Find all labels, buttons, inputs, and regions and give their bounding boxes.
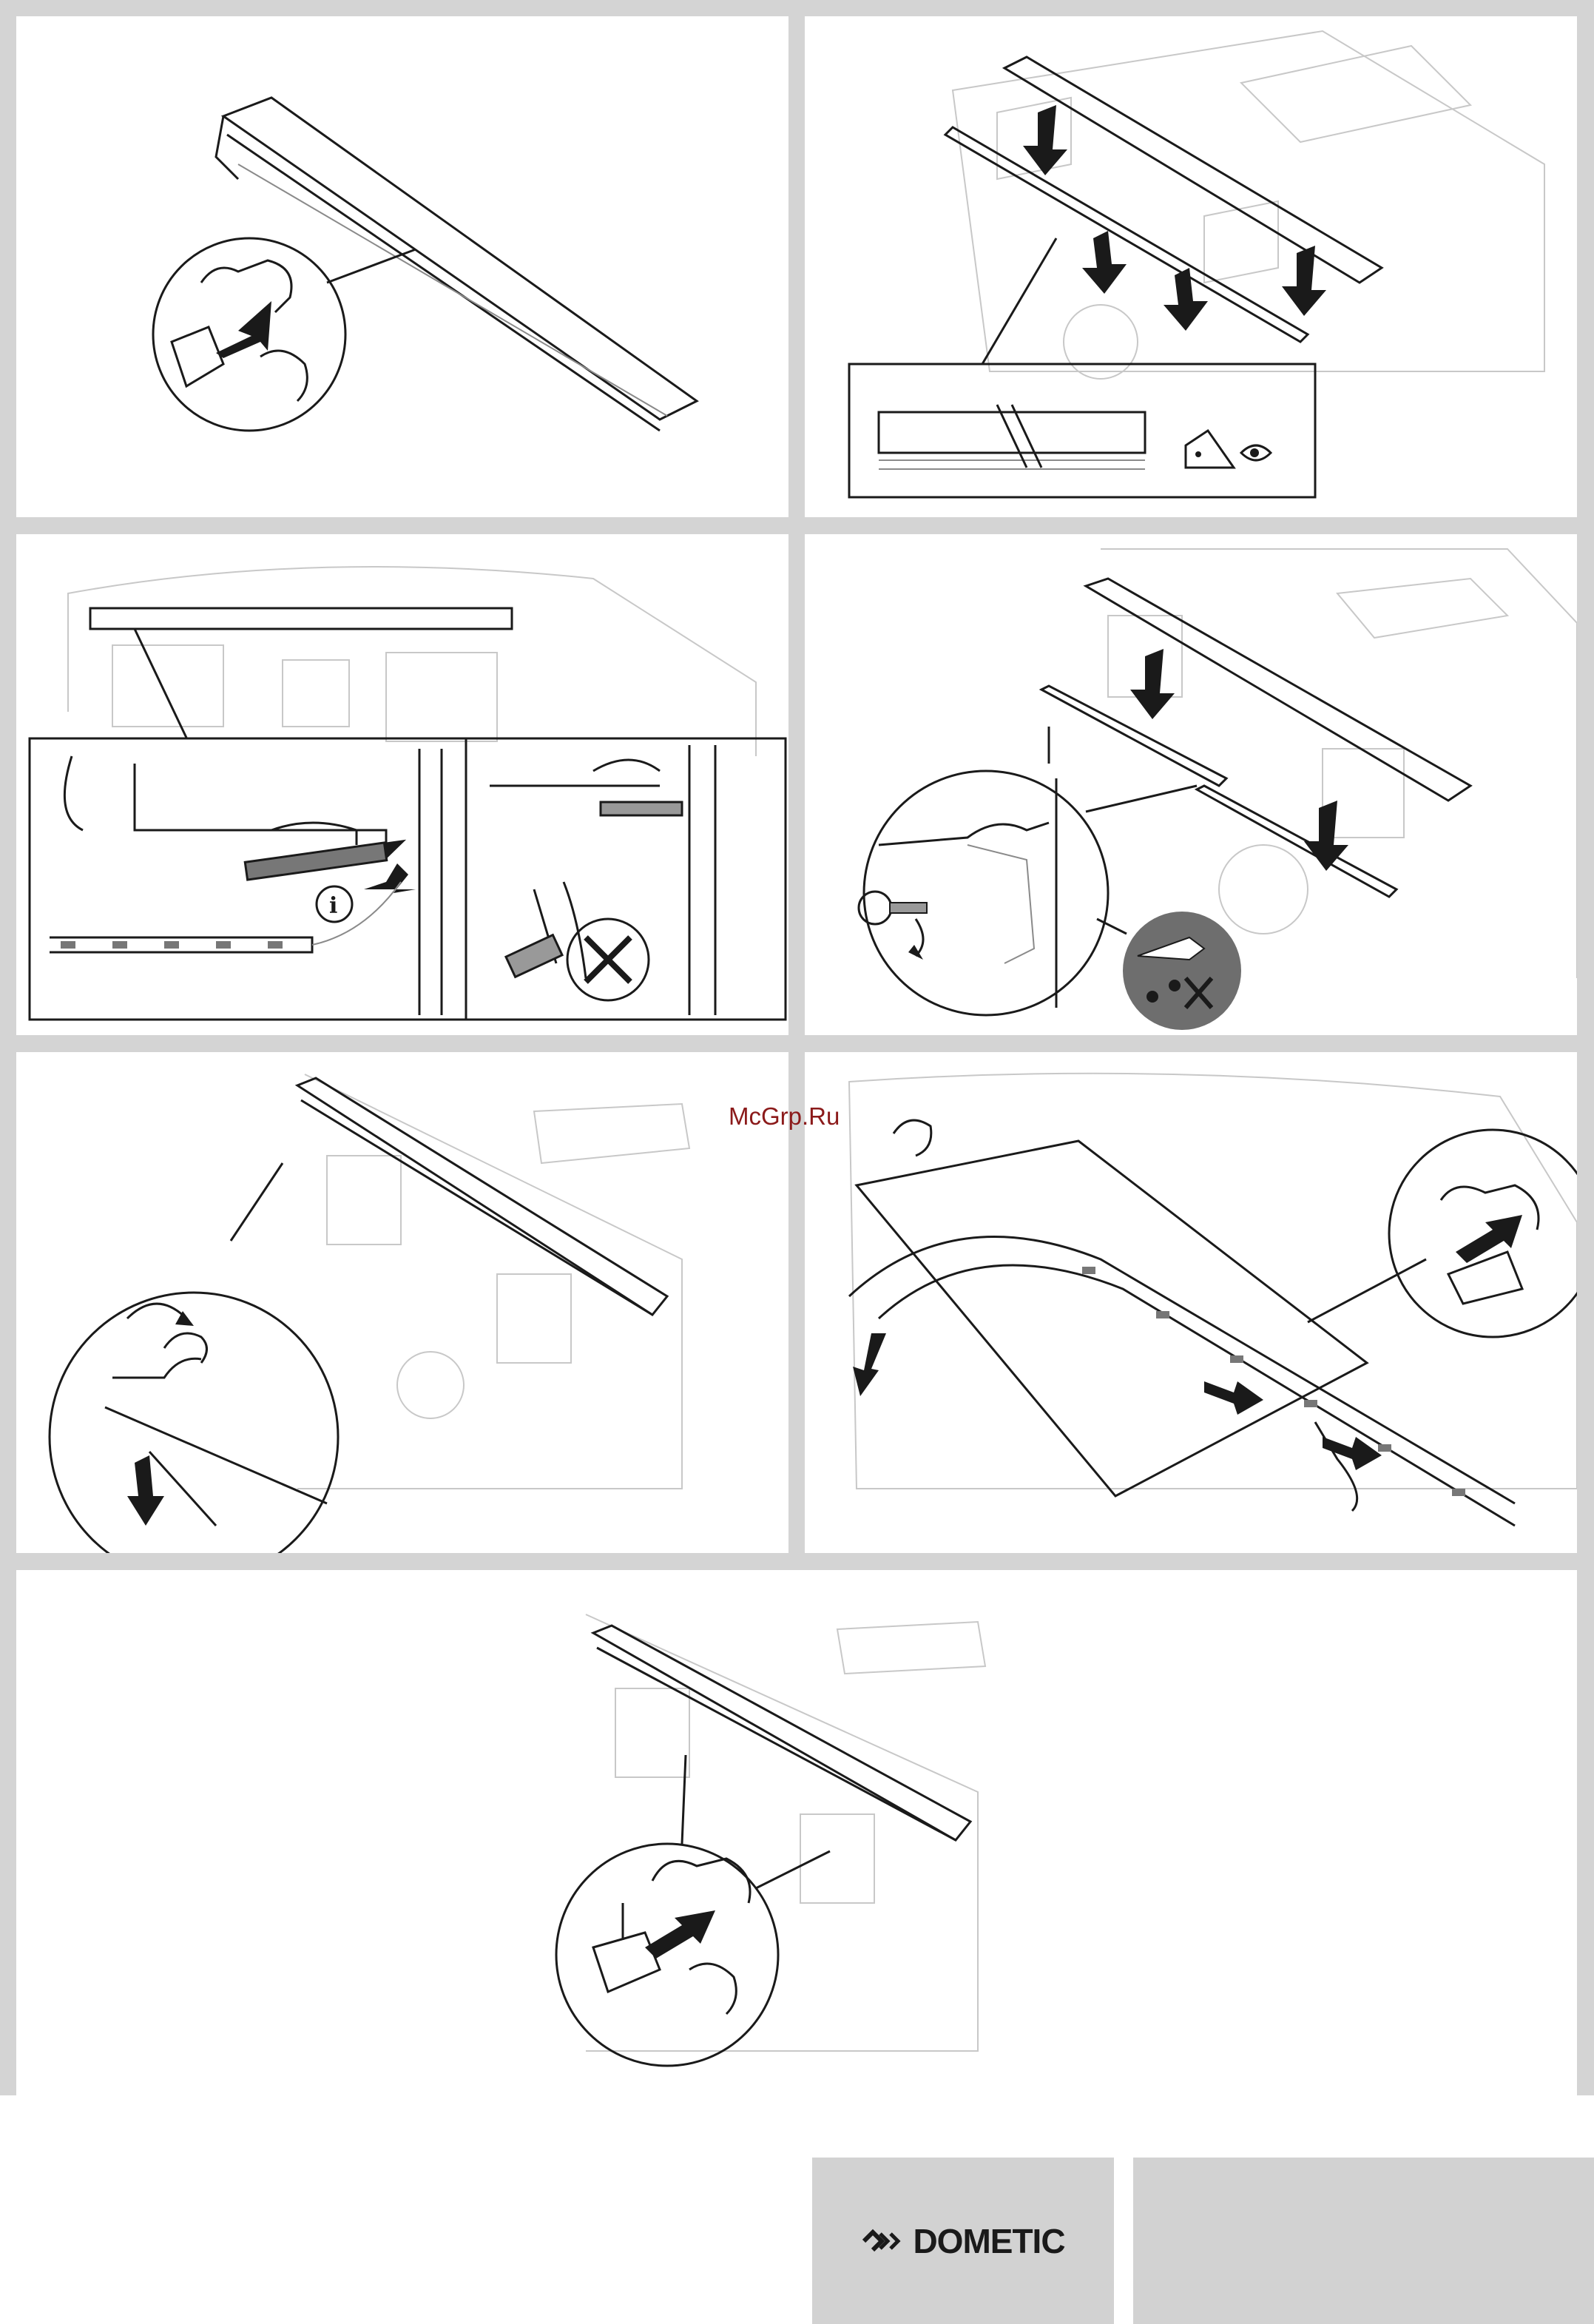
brand-box: DOMETIC xyxy=(812,2158,1114,2324)
led-strip xyxy=(849,1237,1515,1526)
up-arrow-icon xyxy=(1130,649,1175,719)
panel-step-6 xyxy=(805,1052,1577,1553)
panel-step-2 xyxy=(805,16,1577,517)
sealant-icon xyxy=(1123,912,1241,1030)
brand-logo: DOMETIC xyxy=(861,2221,1064,2261)
up-arrow-icon xyxy=(1023,105,1067,175)
dometic-chevron-logo-icon xyxy=(861,2228,905,2254)
awning-rail-illustration xyxy=(16,16,788,517)
up-arrow-icon xyxy=(1282,246,1326,316)
panel-step-5 xyxy=(16,1052,788,1553)
rotate-arrow-icon xyxy=(127,1304,186,1318)
magnified-profile xyxy=(556,1844,778,2066)
panel-step-4 xyxy=(805,534,1577,1035)
led-strip-insertion-illustration xyxy=(805,1052,1577,1553)
prohibited-icon xyxy=(567,919,649,1000)
panel-step-1 xyxy=(16,16,788,517)
insert-arrow-icon xyxy=(364,863,416,893)
final-assembly-illustration xyxy=(16,1570,1577,2095)
pull-arrow-icon xyxy=(853,1333,886,1396)
pull-arrow-icon xyxy=(1323,1437,1382,1470)
pull-arrow-icon xyxy=(1204,1381,1263,1415)
brand-name: DOMETIC xyxy=(913,2221,1064,2261)
info-icon: i xyxy=(317,886,352,922)
down-arrow-icon xyxy=(1164,268,1208,331)
insert-arrow-icon xyxy=(645,1910,715,1958)
insert-arrow-icon xyxy=(216,301,271,358)
end-cap-clip-illustration xyxy=(16,1052,788,1553)
svg-text:i: i xyxy=(329,893,337,919)
up-arrow-icon xyxy=(127,1455,164,1526)
mounting-screws-illustration xyxy=(805,534,1577,1035)
drill-icon xyxy=(506,802,682,978)
footer-blank-box xyxy=(1133,2158,1594,2324)
pencil-icon xyxy=(245,840,408,880)
down-arrow-icon xyxy=(1082,231,1127,294)
panel-step-3: i xyxy=(16,534,788,1035)
marking-drilling-illustration: i xyxy=(16,534,788,1035)
watermark: McGrp.Ru xyxy=(729,1102,840,1131)
eye-icon xyxy=(1241,445,1271,460)
insert-arrow-icon xyxy=(1456,1215,1522,1263)
vehicle-awning-illustration xyxy=(805,16,1577,517)
panel-step-7 xyxy=(16,1570,1577,2095)
